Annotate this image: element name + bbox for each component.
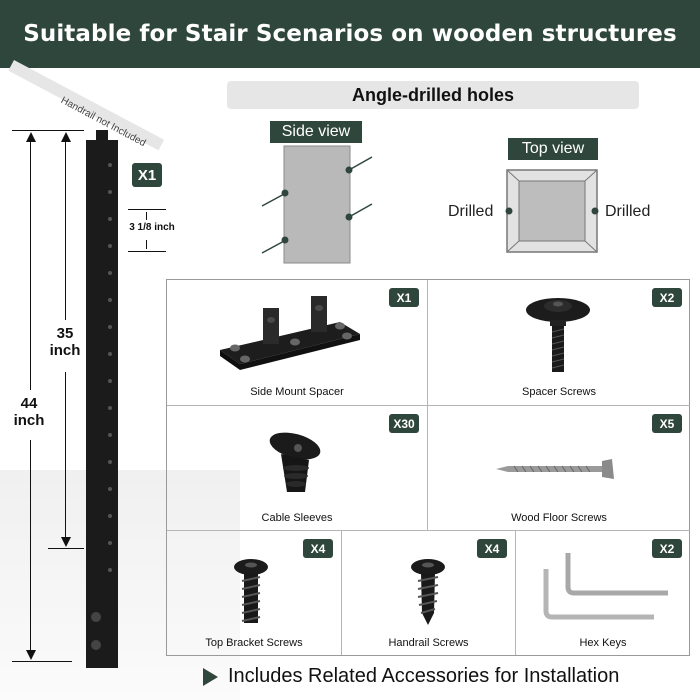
post-cable-hole (108, 244, 112, 248)
accessory-cell: X2 Spacer Screws (428, 280, 690, 406)
arrow-down-icon (26, 650, 36, 660)
dimension-line (146, 212, 147, 220)
post-mount-hole (91, 640, 101, 650)
wood-screw-icon (496, 459, 614, 479)
top-view-diagram (505, 169, 599, 253)
accessory-label: Spacer Screws (522, 386, 596, 398)
post-cable-hole (108, 460, 112, 464)
dimension-line (146, 240, 147, 249)
quantity-badge: X4 (303, 539, 333, 558)
inner-height-label: 35 inch (40, 325, 90, 360)
quantity-badge: X2 (652, 288, 682, 307)
bracket-screw-icon (234, 559, 268, 623)
post-cable-hole (108, 514, 112, 518)
accessory-cell: X30 Cable Sleeves (167, 406, 428, 531)
outer-height-value: 44 (20, 395, 38, 412)
arrow-down-icon (61, 537, 71, 547)
dimension-tick (128, 251, 166, 252)
top-view-label: Top view (508, 138, 598, 160)
accessory-cell: X5 Wood Floor Screws (428, 406, 690, 531)
post-cable-hole (108, 190, 112, 194)
arrow-up-icon (61, 132, 71, 142)
post-illustration (86, 140, 118, 668)
hole-spacing-label: 3 1/8 inch (129, 222, 175, 233)
quantity-badge: X30 (389, 414, 419, 433)
accessory-cell: X2 Hex Keys (516, 531, 690, 655)
side-view-diagram (261, 145, 373, 264)
accessory-cell: X1 Side Mount Spacer (167, 280, 428, 406)
side-mount-spacer-icon (220, 296, 360, 370)
post-cable-hole (108, 379, 112, 383)
accessory-label: Cable Sleeves (261, 512, 333, 524)
accessory-label: Wood Floor Screws (511, 512, 607, 524)
spacer-screw-icon (526, 298, 590, 372)
post-mount-hole (91, 612, 101, 622)
dimension-line (65, 372, 66, 537)
dimension-line (65, 140, 66, 320)
angle-drilled-title: Angle-drilled holes (227, 81, 639, 109)
accessory-label: Side Mount Spacer (250, 386, 344, 398)
post-top-bracket (96, 130, 108, 142)
post-quantity-badge: X1 (132, 163, 162, 187)
post-cable-hole (108, 541, 112, 545)
post-cable-hole (108, 352, 112, 356)
post-cable-hole (108, 298, 112, 302)
accessories-grid: X1 Side Mount Spacer X2 (166, 279, 690, 656)
post-cable-hole (108, 163, 112, 167)
quantity-badge: X4 (477, 539, 507, 558)
post-cable-hole (108, 487, 112, 491)
dimension-line (30, 440, 31, 650)
post-cable-hole (108, 433, 112, 437)
post-cable-hole (108, 271, 112, 275)
arrow-up-icon (26, 132, 36, 142)
accessory-label: Top Bracket Screws (205, 637, 303, 649)
post-cable-hole (108, 217, 112, 221)
quantity-badge: X5 (652, 414, 682, 433)
cable-sleeve-icon (269, 432, 321, 492)
dimension-tick (128, 209, 166, 210)
dimension-tick (12, 661, 72, 662)
outer-height-label: 44 inch (4, 395, 54, 430)
accessory-cell: X4 Handrail Screws (342, 531, 516, 655)
inner-height-value: 35 (56, 325, 74, 342)
accessory-cell: X4 Top Bracket Screws (167, 531, 342, 655)
page-title: Suitable for Stair Scenarios on wooden s… (23, 21, 677, 47)
accessory-label: Handrail Screws (388, 637, 469, 649)
post-cable-hole (108, 406, 112, 410)
post-cable-hole (108, 325, 112, 329)
drilled-label-left: Drilled (448, 203, 494, 220)
drilled-label-right: Drilled (605, 203, 651, 220)
handrail-screw-icon (411, 559, 445, 625)
dimension-line (30, 140, 31, 390)
quantity-badge: X1 (389, 288, 419, 307)
accessory-label: Hex Keys (579, 637, 627, 649)
side-view-label: Side view (270, 121, 362, 143)
footer-note: Includes Related Accessories for Install… (203, 665, 619, 688)
inner-height-unit: inch (49, 342, 81, 360)
post-cable-hole (108, 568, 112, 572)
hex-key-icon (543, 553, 668, 620)
header-banner: Suitable for Stair Scenarios on wooden s… (0, 0, 700, 68)
quantity-badge: X2 (652, 539, 682, 558)
footer-text: Includes Related Accessories for Install… (228, 665, 620, 687)
outer-height-unit: inch (13, 412, 45, 430)
dimension-tick (12, 130, 84, 131)
play-triangle-icon (203, 667, 218, 686)
dimension-tick (48, 548, 84, 549)
